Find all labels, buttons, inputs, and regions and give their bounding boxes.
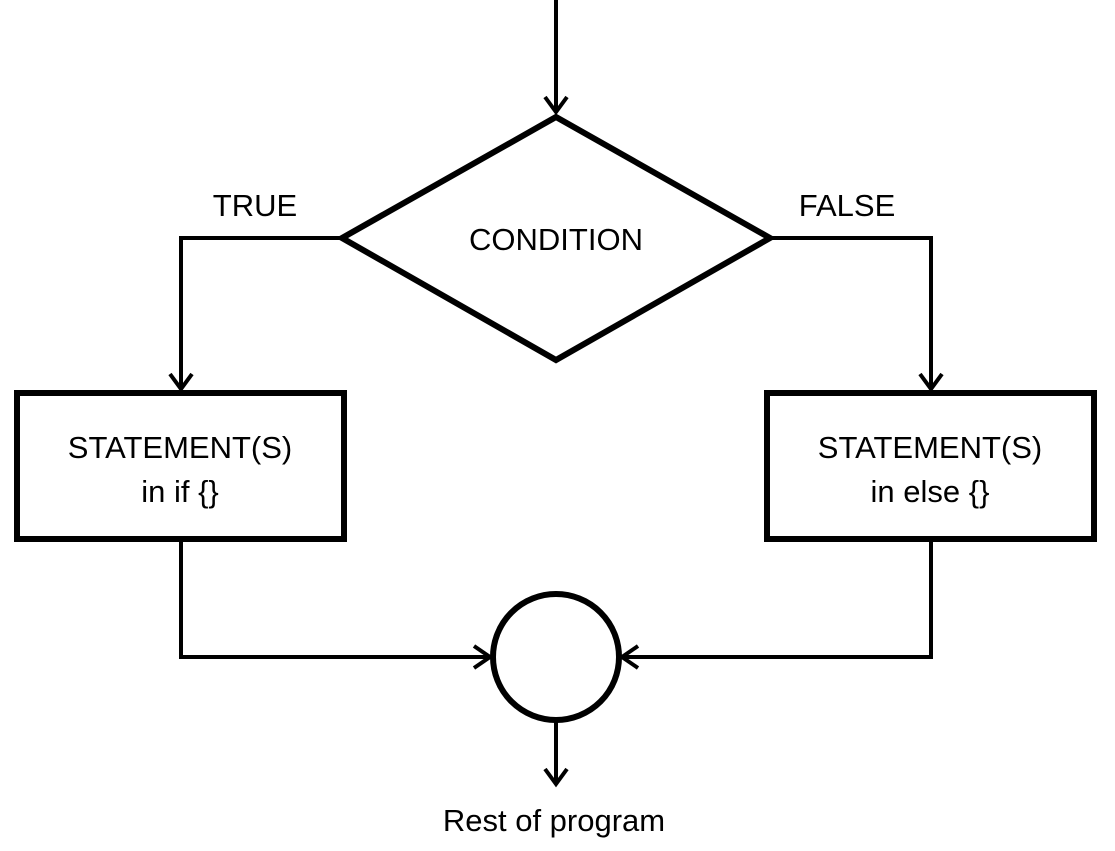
else-box-line2: in else {} bbox=[871, 474, 990, 509]
else-to-merge-arrow bbox=[618, 541, 933, 670]
exit-arrow bbox=[543, 722, 569, 788]
false-label: FALSE bbox=[799, 188, 896, 223]
else-box-line1: STATEMENT(S) bbox=[818, 430, 1042, 465]
condition-label: CONDITION bbox=[469, 222, 643, 257]
else-statements-box bbox=[764, 390, 1097, 542]
merge-circle bbox=[490, 591, 622, 723]
entry-arrow bbox=[543, 0, 569, 116]
exit-label: Rest of program bbox=[443, 803, 665, 838]
condition-diamond bbox=[335, 113, 777, 364]
true-label: TRUE bbox=[213, 188, 297, 223]
if-statements-box bbox=[14, 390, 347, 542]
if-to-merge-arrow bbox=[179, 541, 494, 670]
if-box-line2: in if {} bbox=[141, 474, 219, 509]
false-branch-arrow bbox=[770, 236, 944, 393]
true-branch-arrow bbox=[168, 236, 342, 393]
if-box-line1: STATEMENT(S) bbox=[68, 430, 292, 465]
